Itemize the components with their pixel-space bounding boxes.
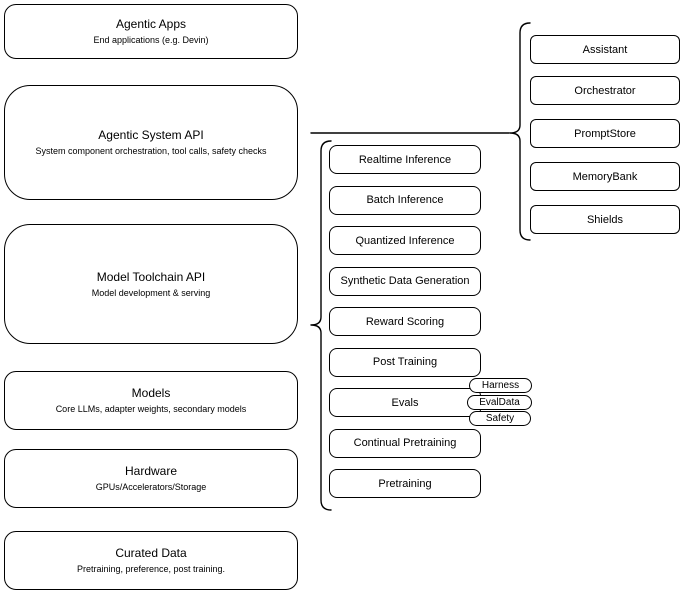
- toolchain-brace: [310, 140, 332, 511]
- layer-title: Agentic System API: [98, 128, 204, 142]
- toolchain-item-continual-pretraining: Continual Pretraining: [329, 428, 481, 458]
- component-promptstore: PromptStore: [530, 119, 680, 148]
- toolchain-item-batch-inference: Batch Inference: [329, 185, 481, 215]
- layer-title: Hardware: [124, 464, 178, 478]
- layer-subtitle: End applications (e.g. Devin): [93, 35, 209, 45]
- layer-title: Agentic Apps: [115, 17, 187, 31]
- toolchain-item-pretraining: Pretraining: [329, 469, 481, 498]
- layer-agentic-system-api: Agentic System API System component orch…: [4, 85, 298, 200]
- layer-subtitle: Pretraining, preference, post training.: [76, 564, 226, 574]
- component-orchestrator: Orchestrator: [530, 76, 680, 105]
- layer-hardware: Hardware GPUs/Accelerators/Storage: [4, 449, 298, 508]
- layer-subtitle: System component orchestration, tool cal…: [35, 146, 267, 156]
- eval-tag-harness: Harness: [469, 378, 532, 393]
- toolchain-item-synthetic-data-generation: Synthetic Data Generation: [329, 266, 481, 296]
- layer-subtitle: GPUs/Accelerators/Storage: [95, 482, 207, 492]
- components-brace: [509, 22, 531, 241]
- toolchain-item-post-training: Post Training: [329, 347, 481, 377]
- toolchain-item-quantized-inference: Quantized Inference: [329, 226, 481, 255]
- layer-models: Models Core LLMs, adapter weights, secon…: [4, 371, 298, 430]
- layer-title: Models: [131, 386, 171, 400]
- eval-tag-safety: Safety: [469, 411, 531, 426]
- layer-subtitle: Model development & serving: [91, 287, 211, 298]
- layer-curated-data: Curated Data Pretraining, preference, po…: [4, 531, 298, 590]
- layer-title: Model Toolchain API: [96, 269, 206, 284]
- component-shields: Shields: [530, 205, 680, 234]
- component-assistant: Assistant: [530, 35, 680, 64]
- toolchain-item-realtime-inference: Realtime Inference: [329, 145, 481, 174]
- layer-title: Curated Data: [115, 546, 187, 560]
- layer-agentic-apps: Agentic Apps End applications (e.g. Devi…: [4, 4, 298, 59]
- layer-model-toolchain-api: Model Toolchain API Model development & …: [4, 224, 298, 344]
- toolchain-item-evals: Evals: [329, 388, 481, 417]
- component-memorybank: MemoryBank: [530, 162, 680, 191]
- eval-tag-evaldata: EvalData: [467, 395, 532, 410]
- layer-subtitle: Core LLMs, adapter weights, secondary mo…: [55, 404, 247, 414]
- toolchain-item-reward-scoring: Reward Scoring: [329, 307, 481, 336]
